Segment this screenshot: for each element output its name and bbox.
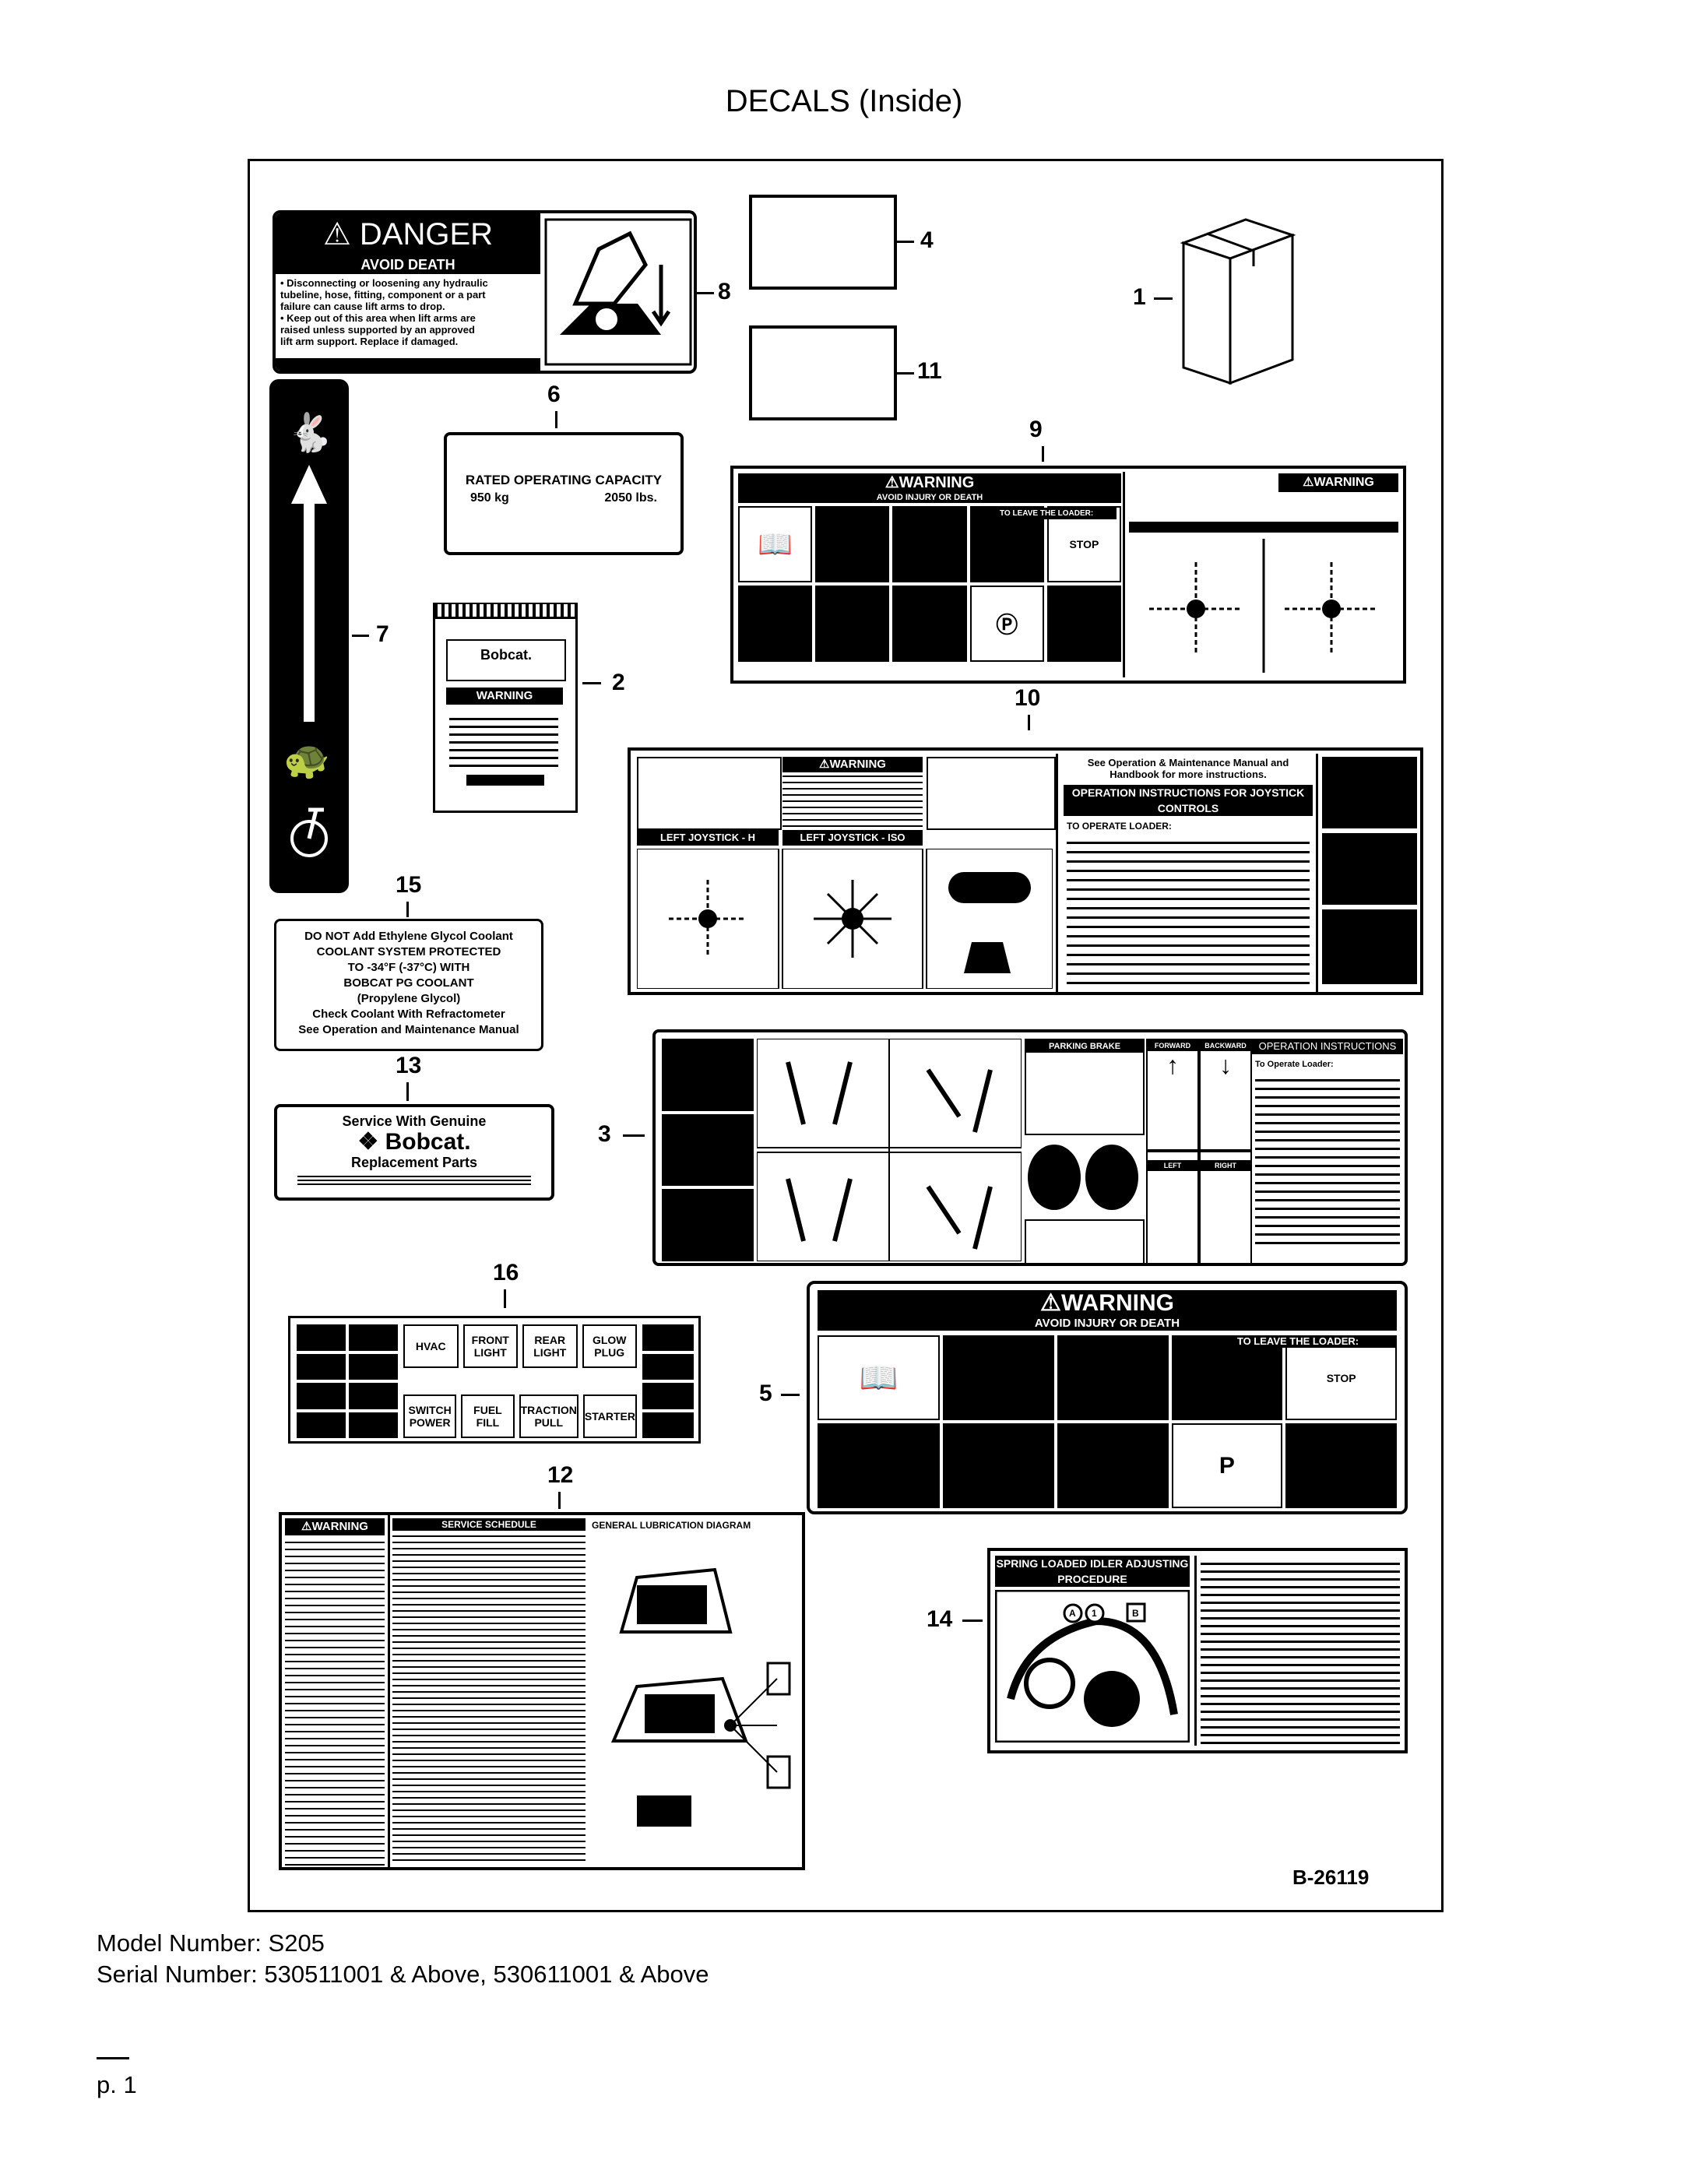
callout-7: 7 [376,621,389,647]
switch-power: SWITCH POWER [403,1394,457,1438]
operator-seat-icon [943,1335,1054,1420]
glow-plug-switch: GLOW PLUG [582,1324,637,1368]
decal-3-operation: PARKING BRAKE FORWARD ↑ BACKWARD ↓ LEFT … [652,1029,1408,1266]
callout-6: 6 [547,382,561,407]
loader-tip-icon [818,1423,941,1508]
callout-1: 1 [1133,284,1146,310]
leave-step-1-icon [1171,1335,1283,1420]
decal-kit-box-icon [1180,218,1296,385]
model-number: Model Number: S205 [97,1929,325,1957]
operator-seat-icon [815,506,890,582]
callout-8: 8 [718,279,731,304]
tire-icon [1028,1145,1138,1210]
arrow-down-icon: ↓ [1219,1051,1232,1079]
page-number: p. 1 [97,2071,137,2098]
figure-id: B-26119 [1292,1866,1370,1889]
keep-hands-icon [1057,1335,1169,1420]
callout-9: 9 [1029,417,1043,442]
danger-text: • Disconnecting or loosening any hydraul… [280,277,488,347]
loader-tip-icon [738,586,813,662]
operator-seat-belt-icon [1322,833,1417,905]
callout-13: 13 [396,1053,422,1078]
callout-11: 11 [917,358,942,384]
joystick-direction-pattern-icon [637,849,1053,989]
decal-15-coolant: DO NOT Add Ethylene Glycol Coolant COOLA… [274,919,543,1051]
callout-15: 15 [396,872,422,898]
callout-12: 12 [547,1462,574,1488]
arrow-up-icon: ↑ [1166,1051,1179,1079]
decal-6-rated-capacity: RATED OPERATING CAPACITY 950 kg 2050 lbs… [444,432,684,555]
bobcat-logo-icon: ❖ [357,1129,379,1155]
figure-frame [248,159,1444,1912]
seat-bar-icon [1285,1423,1397,1508]
slope-icon [1057,1423,1169,1508]
operator-entry-icon [662,1039,754,1111]
traction-pull: TRACTION PULL [519,1394,578,1438]
operator-entry-icon [1322,757,1417,828]
warning-triangle-icon: ⚠ [884,474,899,491]
decal-9-warning: ⚠WARNING AVOID INJURY OR DEATH 📖 STOP Ⓟ … [730,466,1406,684]
callout-2: 2 [612,670,625,695]
operator-exit-icon [1322,909,1417,984]
decal-10-joystick: ⚠WARNING LEFT JOYSTICK - H LEFT JOYSTICK… [628,747,1423,995]
seat-bar-icon [1046,586,1121,662]
serial-number: Serial Number: 530511001 & Above, 530611… [97,1961,709,1988]
stop-sign-icon: STOP [1046,506,1121,582]
page-number-rule [97,2057,129,2059]
turtle-icon: 🐢 [283,740,330,781]
hvac-switch: HVAC [403,1324,459,1368]
starter-switch: STARTER [582,1394,637,1438]
decal-16-switch-panel: HVAC FRONT LIGHT REAR LIGHT GLOW PLUG SW… [288,1316,701,1444]
lubrication-diagram-icon [610,1567,791,1827]
decal-7-speed-arrow: 🐇 🐢 [269,379,349,893]
callout-16: 16 [493,1260,519,1285]
decal-8-danger: ⚠ DANGER AVOID DEATH • Disconnecting or … [273,210,697,374]
parking-brake-icon: Ⓟ [969,586,1044,662]
danger-header: DANGER [359,217,494,251]
warning-triangle-icon: ⚠ [1303,476,1314,489]
decal-5-warning: ⚠WARNING AVOID INJURY OR DEATH 📖 STOP P … [807,1281,1408,1514]
warning-triangle-icon: ⚠ [301,1520,312,1533]
stop-sign-icon: STOP [1285,1335,1397,1420]
joystick-pattern-icon [1149,539,1378,673]
front-light-switch: FRONT LIGHT [462,1324,518,1368]
rear-light-switch: REAR LIGHT [522,1324,578,1368]
slope-icon [892,586,967,662]
warning-triangle-icon: ⚠ [819,758,830,771]
decal-14-idler-procedure: SPRING LOADED IDLER ADJUSTING PROCEDURE … [987,1548,1408,1753]
callout-4: 4 [920,227,934,253]
decal-12-service-schedule: ⚠WARNING SERVICE SCHEDULE GENERAL LUBRIC… [279,1512,805,1870]
warning-triangle-icon: ⚠ [322,217,351,251]
manual-book-icon: 📖 [738,506,813,582]
control-pattern-icon [757,1039,1022,1261]
page-title: DECALS (Inside) [725,84,963,118]
callout-10: 10 [1015,685,1041,711]
keep-hands-icon [892,506,967,582]
decal-13-genuine-parts: Service With Genuine ❖ Bobcat. Replaceme… [274,1104,554,1201]
parking-brake-icon: P [1171,1423,1283,1508]
idler-belt-diagram-icon [995,1590,1190,1743]
operator-seat-icon [662,1113,754,1187]
callout-3: 3 [598,1121,611,1147]
rabbit-icon: 🐇 [287,413,333,454]
decal-2-manual-holder: Bobcat. WARNING [433,603,578,813]
loader-arm-pictogram-icon [544,218,692,366]
callout-14: 14 [927,1606,953,1632]
throttle-lever-icon [290,807,328,857]
up-arrow-icon [291,465,327,722]
manual-book-icon: 📖 [818,1335,941,1420]
fuel-fill: FUEL FILL [461,1394,515,1438]
callout-5: 5 [759,1380,772,1406]
operator-exit-icon [662,1189,754,1261]
decal-11-blank [749,325,897,420]
decal-4-blank [749,195,897,290]
danger-subheader: AVOID DEATH [276,255,540,274]
warning-triangle-icon: ⚠ [1040,1290,1061,1316]
loader-crush-icon [943,1423,1054,1508]
loader-crush-icon [815,586,890,662]
